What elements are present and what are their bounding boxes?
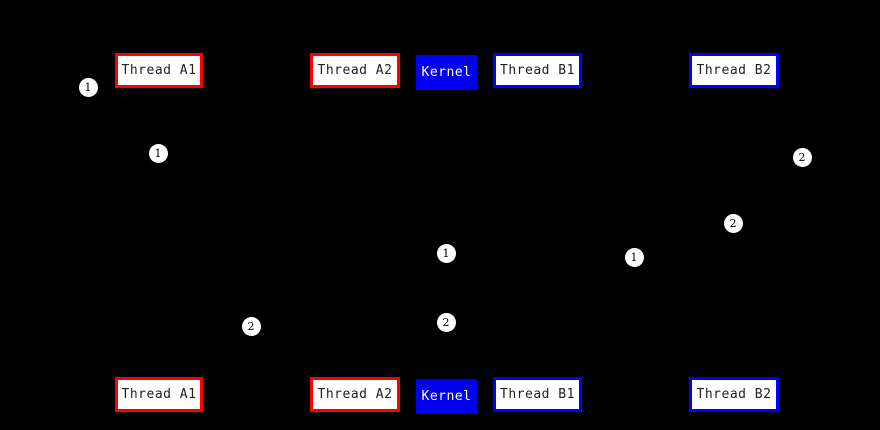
participant-label: Kernel — [421, 65, 472, 80]
message-sequence-badge: 2 — [436, 312, 456, 332]
participant-thread-a1-bottom[interactable]: Thread A1 — [115, 377, 203, 412]
participant-label: Thread A1 — [121, 63, 197, 78]
participant-kernel-top[interactable]: Kernel — [416, 55, 477, 90]
participant-label: Thread A2 — [317, 387, 393, 402]
message-sequence-badge: 1 — [78, 77, 98, 97]
lifeline-thread-b1 — [537, 88, 538, 377]
message-sequence-badge: 1 — [148, 143, 168, 163]
participant-label: Thread B1 — [500, 387, 575, 402]
participant-label: Thread B2 — [696, 63, 772, 78]
participant-label: Thread A2 — [317, 63, 393, 78]
participant-thread-a1-top[interactable]: Thread A1 — [115, 53, 203, 88]
participant-thread-b2-top[interactable]: Thread B2 — [689, 53, 779, 88]
message-sequence-badge: 2 — [792, 147, 812, 167]
participant-thread-b2-bottom[interactable]: Thread B2 — [689, 377, 779, 412]
participant-thread-a2-top[interactable]: Thread A2 — [310, 53, 400, 88]
lifeline-thread-b2 — [734, 88, 735, 377]
participant-label: Thread B1 — [500, 63, 575, 78]
message-sequence-badge: 2 — [241, 316, 261, 336]
message-sequence-badge: 1 — [436, 243, 456, 263]
participant-label: Kernel — [421, 389, 472, 404]
participant-label: Thread A1 — [121, 387, 197, 402]
participant-thread-b1-top[interactable]: Thread B1 — [493, 53, 582, 88]
lifeline-thread-a2 — [355, 88, 356, 377]
message-sequence-badge: 1 — [624, 247, 644, 267]
message-sequence-badge: 2 — [723, 213, 743, 233]
participant-kernel-bottom[interactable]: Kernel — [416, 379, 477, 414]
participant-thread-b1-bottom[interactable]: Thread B1 — [493, 377, 582, 412]
participant-thread-a2-bottom[interactable]: Thread A2 — [310, 377, 400, 412]
participant-label: Thread B2 — [696, 387, 772, 402]
lifeline-thread-a1 — [159, 88, 160, 377]
lifeline-kernel — [446, 88, 447, 377]
